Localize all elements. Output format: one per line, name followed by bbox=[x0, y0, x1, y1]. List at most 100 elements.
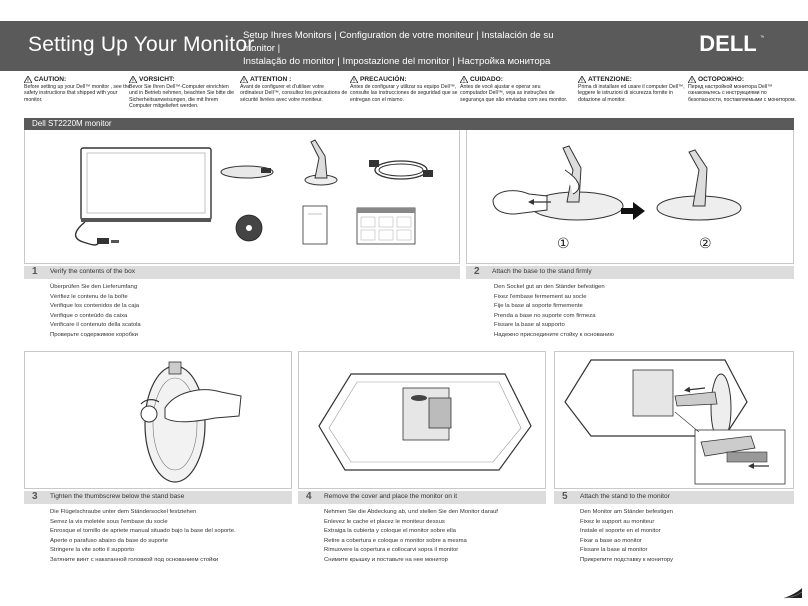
step-2-illustration: ① ② bbox=[466, 130, 794, 264]
translation-ru: Проверьте содержимое коробки bbox=[50, 331, 138, 338]
dell-logo: DELL ™ bbox=[699, 32, 764, 56]
translation-pt: Retire a cobertura e coloque o monitor s… bbox=[324, 537, 467, 544]
caution-body: Bevor Sie Ihren Dell™-Computer einrichte… bbox=[129, 84, 234, 110]
caution-title: CAUTION: bbox=[34, 76, 67, 83]
caution-body: Antes de você ajustar e operar seu compu… bbox=[460, 84, 568, 103]
step-label: Attach the stand to the monitor bbox=[580, 493, 670, 500]
monitor-back-image bbox=[564, 359, 748, 437]
caution-title: VORSICHT: bbox=[139, 76, 175, 83]
right-arrow-icon bbox=[621, 202, 645, 220]
step-number: 4 bbox=[306, 491, 312, 502]
translation-es: Instale el soporte en el monitor bbox=[580, 528, 661, 535]
page-subtitle: Setup Ihres Monitors | Configuration de … bbox=[243, 29, 583, 68]
step-4-bar: 4 Remove the cover and place the monitor… bbox=[298, 491, 546, 504]
translation-fr: Fixez l'embase fermement au socle bbox=[494, 293, 587, 300]
translation-ru: Прикрепите подставку к монитору bbox=[580, 556, 674, 563]
translation-pt: Prenda a base no suporte com firmeza bbox=[494, 312, 596, 319]
step-5-bar: 5 Attach the stand to the monitor bbox=[554, 491, 794, 504]
caution-title: PRECAUCIÓN: bbox=[360, 76, 407, 83]
step-2-translations: Den Sockel gut an den Ständer befestigen… bbox=[494, 283, 614, 341]
translation-es: Fije la base al soporte firmemente bbox=[494, 303, 583, 310]
thumbscrew-illustration bbox=[140, 361, 242, 483]
stand-base-image bbox=[220, 165, 274, 179]
callout-1: ① bbox=[557, 236, 570, 252]
box-contents-illustration bbox=[75, 139, 433, 246]
caution-es: ! PRECAUCIÓN: Antes de configurar y utili… bbox=[350, 76, 458, 103]
power-cable-image bbox=[369, 160, 433, 180]
translation-fr: Serrez la vis moletée sous l'embase du s… bbox=[50, 518, 168, 525]
step-1-translations: Überprüfen Sie den Lieferumfang Vérifiez… bbox=[50, 283, 141, 341]
dell-logo-text: DELL bbox=[699, 32, 756, 56]
step-3-bar: 3 Tighten the thumbscrew below the stand… bbox=[24, 491, 292, 504]
driver-cd-image bbox=[235, 214, 263, 242]
stand-image bbox=[304, 139, 338, 186]
svg-text:!: ! bbox=[243, 78, 245, 83]
warning-icon: ! bbox=[240, 76, 248, 83]
model-bar: Dell ST2220M monitor bbox=[24, 118, 794, 130]
step-number: 1 bbox=[32, 266, 38, 277]
caution-title: ATTENTION : bbox=[250, 76, 292, 83]
translation-pt: Aperte o parafuso abaixo da base do supo… bbox=[50, 537, 168, 544]
translation-ru: Затяните винт с накатанной головкой под … bbox=[50, 556, 219, 563]
translation-es: Enrosque el tornillo de apriete manual s… bbox=[50, 528, 236, 535]
monitor-image bbox=[75, 147, 212, 246]
subtitle-line-1: Setup Ihres Monitors | Configuration de … bbox=[243, 30, 554, 54]
translation-it: Verificare il contenuto della scatola bbox=[50, 322, 141, 329]
page-title: Setting Up Your Monitor bbox=[28, 33, 255, 56]
translation-es: Verifique los contenidos de la caja bbox=[50, 303, 140, 310]
caution-body: Before setting up your Dell™ monitor , s… bbox=[24, 84, 131, 103]
step-number: 5 bbox=[562, 491, 568, 502]
step-1-illustration bbox=[24, 130, 460, 264]
attach-base-illustration: ① ② bbox=[492, 145, 742, 252]
step-3-illustration bbox=[24, 351, 292, 489]
base-underside-image bbox=[144, 361, 206, 483]
caution-title: ОСТОРОЖНО: bbox=[698, 76, 745, 83]
caution-pt: !CUIDADO: Antes de você ajustar e operar… bbox=[460, 76, 568, 103]
warning-icon: ! bbox=[688, 76, 696, 83]
svg-text:!: ! bbox=[353, 78, 355, 83]
svg-text:!: ! bbox=[132, 78, 134, 83]
callout-2: ② bbox=[699, 236, 712, 252]
warning-icon: ! bbox=[350, 76, 358, 83]
stand-image bbox=[674, 373, 732, 443]
subtitle-line-2: Instalação do monitor | Impostazione del… bbox=[243, 56, 551, 67]
caution-fr: ! ATTENTION : Avant de configurer et d'ut… bbox=[240, 76, 348, 103]
translation-de: Den Monitor am Ständer befestigen bbox=[580, 509, 673, 515]
svg-text:™: ™ bbox=[760, 35, 764, 41]
translation-fr: Fixez le support au moniteur bbox=[580, 518, 655, 525]
caution-body: Перед настройкой монитора Dell™ ознакомь… bbox=[688, 84, 796, 103]
caution-title: ATTENZIONE: bbox=[588, 76, 632, 83]
model-name: Dell ST2220M monitor bbox=[32, 119, 112, 128]
translation-it: Stringere la vite sotto il supporto bbox=[50, 547, 135, 554]
warning-icon: ! bbox=[460, 76, 468, 83]
step-4-illustration bbox=[298, 351, 546, 489]
caution-body: Prima di installare ed usare il computer… bbox=[578, 84, 685, 103]
caution-body: Avant de configurer et d'utiliser votre … bbox=[240, 84, 348, 103]
translation-it: Fissare la base al supporto bbox=[494, 322, 565, 329]
translation-pt: Fixar a base ao monitor bbox=[580, 537, 642, 544]
step-5-translations: Den Monitor am Ständer befestigen Fixez … bbox=[580, 508, 673, 566]
translation-fr: Vérifiez le contenu de la boîte bbox=[50, 293, 128, 300]
step-label: Remove the cover and place the monitor o… bbox=[324, 493, 458, 500]
translation-es: Extraiga la cubierta y coloque el monito… bbox=[324, 528, 456, 535]
page-curl-icon bbox=[783, 588, 803, 599]
translation-it: Fissare la base al monitor bbox=[580, 547, 648, 554]
quick-setup-guide-image bbox=[356, 207, 416, 245]
step-number: 2 bbox=[474, 266, 480, 277]
translation-de: Überprüfen Sie den Lieferumfang bbox=[50, 284, 138, 290]
step-number: 3 bbox=[32, 491, 38, 502]
header-bar: Setting Up Your Monitor Setup Ihres Moni… bbox=[0, 21, 808, 71]
translation-de: Nehmen Sie die Abdeckung ab, und stellen… bbox=[324, 509, 498, 515]
monitor-on-cover-image bbox=[318, 373, 532, 471]
step-4-translations: Nehmen Sie die Abdeckung ab, und stellen… bbox=[324, 508, 498, 566]
step-3-translations: Die Flügelschraube unter dem Ständersock… bbox=[50, 508, 236, 566]
translation-de: Die Flügelschraube unter dem Ständersock… bbox=[50, 509, 197, 515]
caution-body: Antes de configurar y utilizar su equipo… bbox=[350, 84, 458, 103]
translation-ru: Надежно присоедините стойку к основанию bbox=[494, 331, 614, 338]
svg-text:!: ! bbox=[691, 78, 693, 83]
step-label: Verify the contents of the box bbox=[50, 268, 136, 275]
caution-en: ! CAUTION: Before setting up your Dell™ m… bbox=[24, 76, 132, 103]
caution-it: !ATTENZIONE: Prima di installare ed usar… bbox=[578, 76, 686, 103]
caution-title: CUIDADO: bbox=[470, 76, 503, 83]
documentation-booklet-image bbox=[302, 205, 328, 245]
